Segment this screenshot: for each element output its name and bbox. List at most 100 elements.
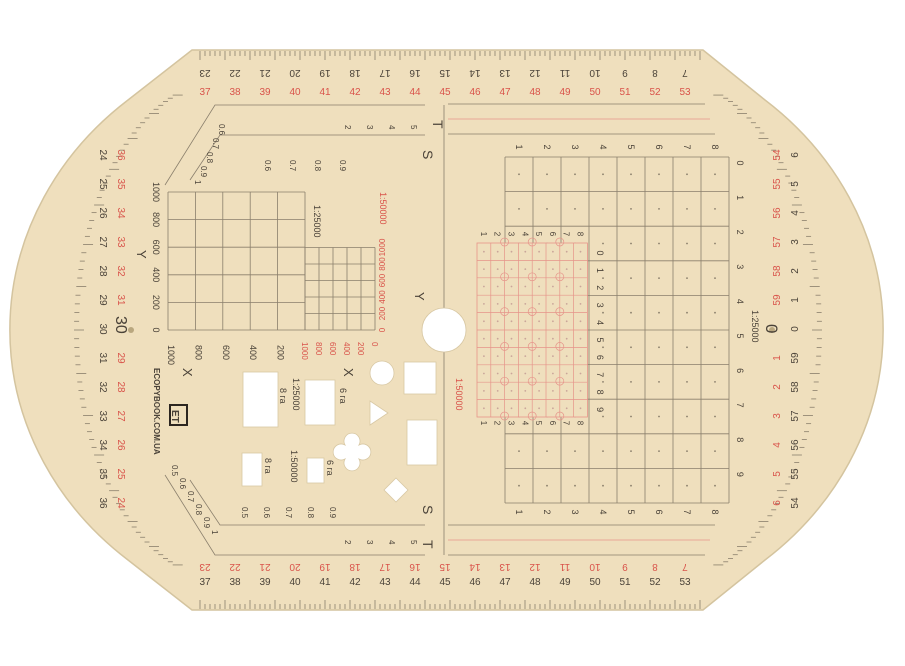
red-grid-dot	[524, 320, 527, 323]
red-grid-dot	[579, 250, 582, 253]
red-grid-dot	[483, 303, 485, 305]
red-grid-dot	[552, 320, 554, 323]
grid-dot	[714, 484, 716, 487]
red-grid-dot	[579, 390, 582, 392]
red-grid-dot	[483, 337, 485, 340]
red-grid-dot	[579, 337, 582, 340]
grid-row-label: 8	[735, 437, 745, 442]
slope-scale-top	[164, 104, 425, 186]
grid-col-label: 1	[514, 509, 524, 514]
red-grid-col-label: 1	[479, 232, 488, 237]
coord-x-label: 600	[221, 345, 231, 360]
slope-bottom-label: 0.7	[186, 491, 195, 503]
red-grid-dot	[565, 372, 568, 375]
right-index-dot	[769, 327, 775, 333]
coord-y-label: 800	[151, 212, 161, 227]
slope-bottom-label: 4	[387, 540, 396, 545]
brand-logo	[169, 404, 188, 426]
grid-dot	[630, 242, 632, 245]
square-cutout-8ha	[242, 371, 279, 428]
scale-bottom-black-number: 48	[529, 577, 541, 588]
scale-bottom-red-number: 11	[559, 561, 570, 572]
grid-dot	[686, 381, 688, 383]
slope-top-label: 0.9	[338, 160, 347, 172]
square-cutout-6ha	[304, 379, 336, 426]
brand-text: ECOPYBOOK.COM.UA	[152, 368, 161, 455]
grid-dot	[686, 450, 688, 452]
scale-left-black-number: 33	[97, 410, 108, 422]
rect-cutout	[406, 419, 438, 466]
red-grid-dot	[483, 320, 485, 323]
red-grid-dot	[510, 337, 513, 340]
scale-right-black-number: 2	[790, 268, 801, 274]
area-6ha-small-label: 6 га	[325, 460, 335, 476]
red-grid-dot	[496, 285, 499, 288]
grid-dot	[686, 311, 688, 314]
shape-scale-50000: 1:50000	[289, 450, 299, 483]
red-grid-dot	[496, 337, 499, 340]
grid-dot	[714, 242, 716, 245]
scale-top-black-number: 13	[499, 67, 511, 78]
red-grid-dot	[538, 390, 540, 392]
grid-row-label: 6	[735, 368, 745, 373]
grid-dot	[518, 450, 520, 452]
diamond-cutout	[383, 477, 409, 503]
scale-bottom-red-number: 12	[529, 561, 541, 572]
slope-top-label: 5	[409, 125, 418, 130]
scale-top-black-number: 21	[259, 67, 271, 78]
scale-bottom-red-number: 14	[469, 561, 481, 572]
scale-top-black-number: 8	[652, 67, 658, 78]
scale-right-black-number: 5	[790, 181, 801, 187]
red-grid-dot	[510, 250, 513, 253]
grid-row-label: 3	[735, 264, 745, 269]
red-grid-marker	[500, 411, 509, 421]
scale-top-black-number: 15	[439, 67, 451, 78]
grid-dot	[602, 381, 604, 383]
scale-right-red-number: 2	[772, 384, 783, 390]
coord-y-small-label: 400	[378, 290, 387, 304]
slope-top-label: 0.8	[205, 152, 214, 164]
scale-left-red-number: 31	[115, 294, 126, 306]
red-grid-dot	[538, 372, 540, 375]
t-top-label: T	[430, 120, 446, 129]
scale-left-black-number: 32	[97, 381, 108, 393]
red-grid-marker	[527, 342, 537, 351]
red-grid-dot	[483, 390, 485, 392]
red-grid-dot	[552, 372, 554, 375]
brand-logo-letters: ET	[169, 410, 180, 423]
grid-dot	[658, 381, 660, 383]
area-8ha-label: 8 га	[278, 388, 288, 404]
grid-dot	[630, 346, 632, 349]
red-grid-dot	[579, 268, 582, 270]
scale-bottom-black-number: 51	[619, 577, 631, 588]
scale-top-red-number: 45	[439, 87, 451, 98]
red-grid-marker	[527, 272, 537, 282]
grid-dot	[658, 277, 660, 279]
s-top-label: S	[420, 150, 436, 159]
scale-left-black-number: 34	[97, 439, 108, 451]
scale-top-red-number: 46	[469, 87, 481, 98]
grid-col-label: 7	[682, 509, 692, 514]
scale-top-red-number: 48	[529, 87, 541, 98]
scale-top-red-number: 39	[259, 87, 271, 98]
scale-top-red-number: 52	[649, 87, 661, 98]
scale-bottom-black-number: 50	[589, 577, 601, 588]
coord-y-label: 0	[151, 327, 161, 332]
scale-bottom-black-number: 53	[679, 577, 691, 588]
t-bottom-label: T	[420, 540, 436, 549]
grid-row-label: 2	[735, 230, 745, 235]
slope-bottom-label: 2	[343, 540, 352, 545]
red-grid-dot	[510, 355, 513, 357]
red-grid-col-label: 2	[493, 232, 502, 237]
slope-bottom-label: 0.9	[328, 507, 337, 519]
red-grid-dot	[538, 407, 540, 410]
red-grid-row-label: 3	[595, 303, 605, 308]
slope-bottom-label: 0.8	[194, 504, 203, 516]
scale-left-black-number: 28	[97, 265, 108, 277]
red-grid-marker	[555, 376, 565, 386]
grid-dot	[546, 173, 548, 176]
red-grid-dot	[565, 250, 568, 253]
center-hole	[421, 307, 467, 353]
red-grid-dot	[496, 407, 499, 410]
red-grid-col-label: 6	[548, 421, 557, 426]
